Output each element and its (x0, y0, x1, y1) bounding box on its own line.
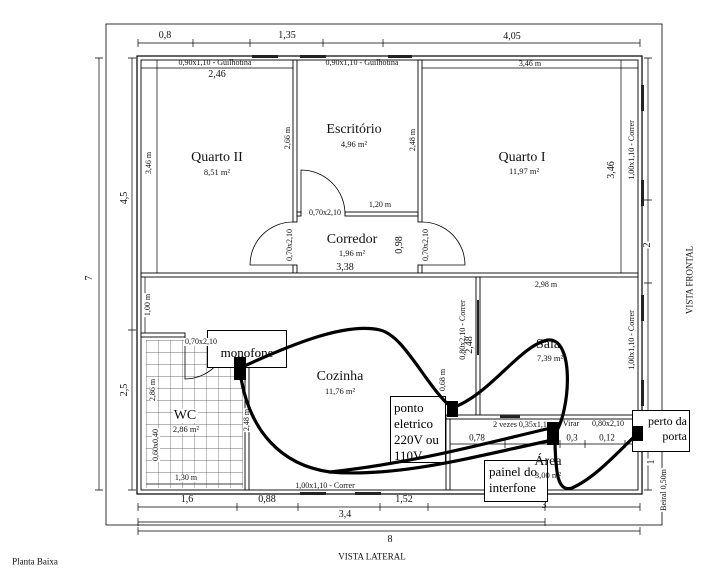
door-escritorio-label: 0,70x2,10 (308, 208, 342, 217)
dimension-lines (95, 39, 652, 535)
room-name-escritorio: Escritório (326, 122, 382, 137)
perto-da-porta-label: perto da porta (648, 414, 687, 443)
dim-right-upper: 2 (642, 241, 653, 249)
dim-beiral: Beiral 0,50m (659, 468, 668, 512)
door-quarto-ii (249, 221, 294, 266)
room-area-wc: 2,86 m² (171, 423, 201, 434)
drawing-title: Planta Baixa (12, 556, 58, 567)
view-frontal-label: VISTA FRONTAL (684, 245, 695, 315)
room-area-area: 3,00 m² (534, 469, 562, 480)
dim-area-0-78: 0,78 (469, 432, 485, 443)
room-name-quarto-i: Quarto I (498, 150, 546, 165)
window-bottom-label: 1,00x1,10 - Correr (295, 481, 355, 490)
dim-left-upper: 4,5 (119, 191, 130, 205)
window-marks (252, 55, 644, 495)
window-right-bottom-label: 1,00x1,10 - Correr (627, 310, 636, 370)
window-wc-label: 0,60x0,40 (151, 428, 160, 462)
dim-mid-width: 3,38 (336, 262, 354, 273)
window-top-left-label: 0,90x1,10 - Guilhotina (178, 58, 252, 67)
window-top-mid-label: 0,90x1,10 - Guilhotina (325, 58, 399, 67)
window-area-note: Virar (562, 419, 580, 428)
dim-area-left: 0,68 m (438, 368, 447, 392)
room-area-cozinha: 11,76 m² (324, 385, 356, 396)
room-area-sala: 7,39 m² (536, 352, 564, 363)
dim-escritorio-left: 2,66 m (283, 126, 292, 150)
dim-bottom-1-52: 1,52 (395, 494, 413, 505)
dim-corredor-height: 0,98 (394, 236, 405, 254)
room-area-corredor: 1,96 m² (338, 247, 366, 258)
dim-sala-width: 2,98 m (534, 280, 558, 289)
ponto-eletrico-label: ponto eletrico 220V ou 110V (394, 400, 439, 463)
dim-area-0-12: 0,12 (599, 432, 615, 443)
monofone-label: monofone (220, 345, 274, 360)
door-wc-label: 0,70x2,10 (184, 337, 218, 346)
dim-bottom-3-4: 3,4 (338, 509, 352, 520)
dim-quarto-i-width: 3,46 m (518, 59, 542, 68)
room-name-corredor: Corredor (326, 232, 378, 247)
door-escritorio (300, 169, 346, 215)
ponto-eletrico-callout: ponto eletrico 220V ou 110V (390, 396, 446, 463)
dim-quarto-ii-width: 2,46 (208, 69, 226, 80)
dim-corredor-width: 1,20 m (368, 200, 392, 209)
dim-area-0-3: 0,3 (566, 432, 578, 443)
dim-left-lower: 2,5 (119, 383, 130, 397)
dim-top-0-8: 0,8 (158, 30, 172, 41)
door-entrance-label: 0,80x2,10 (592, 419, 624, 428)
room-area-quarto-i: 11,97 m² (508, 165, 540, 176)
room-name-sala: Sala (535, 337, 561, 352)
room-name-quarto-ii: Quarto II (191, 150, 243, 165)
room-name-cozinha: Cozinha (316, 369, 364, 384)
room-name-wc: WC (172, 408, 198, 423)
dim-bottom-1-6: 1,6 (180, 494, 194, 505)
room-name-area: Área (534, 454, 562, 469)
monofone-callout: monofone (207, 330, 287, 368)
door-quarto-i (421, 221, 466, 266)
dim-left-total: 7 (84, 275, 95, 281)
room-area-quarto-ii: 8,51 m² (203, 166, 231, 177)
window-right-top-label: 1,00x1,10 - Correr (627, 120, 636, 180)
dim-bottom-3: 3 (541, 500, 547, 511)
dim-bottom-total: 8 (387, 534, 393, 545)
dim-wc-width: 1,30 m (173, 473, 199, 482)
door-quarto-i-label: 0,70x2,10 (421, 229, 430, 261)
eaves-outline (105, 23, 663, 526)
dim-quarto-i-height: 3,46 (606, 160, 617, 180)
dim-right-lower: 1 (646, 458, 657, 466)
door-quarto-ii-label: 0,70x2,10 (285, 229, 294, 261)
dim-escritorio-right: 2,48 m (408, 128, 417, 152)
window-area-label: 2 vezes 0,35x1,1 (493, 420, 547, 429)
dim-top-1-35: 1,35 (278, 30, 296, 41)
dim-top-4-05: 4,05 (503, 31, 521, 42)
dim-quarto-ii-height: 3,46 m (144, 150, 153, 176)
perto-da-porta-callout: perto da porta (632, 410, 690, 452)
dim-sala-height: 2,48 (464, 336, 475, 354)
view-lateral-label: VISTA LATERAL (338, 551, 406, 562)
dim-cozinha-top: 1,00 m (143, 292, 152, 318)
painel-interfone-label: painel do interfone (489, 464, 538, 495)
dim-wc-height: 2,86 m (148, 377, 157, 403)
room-area-escritorio: 4,96 m² (340, 138, 368, 149)
dim-bottom-0-88: 0,88 (258, 494, 276, 505)
dim-cozinha-height: 2,48 m (242, 407, 251, 433)
